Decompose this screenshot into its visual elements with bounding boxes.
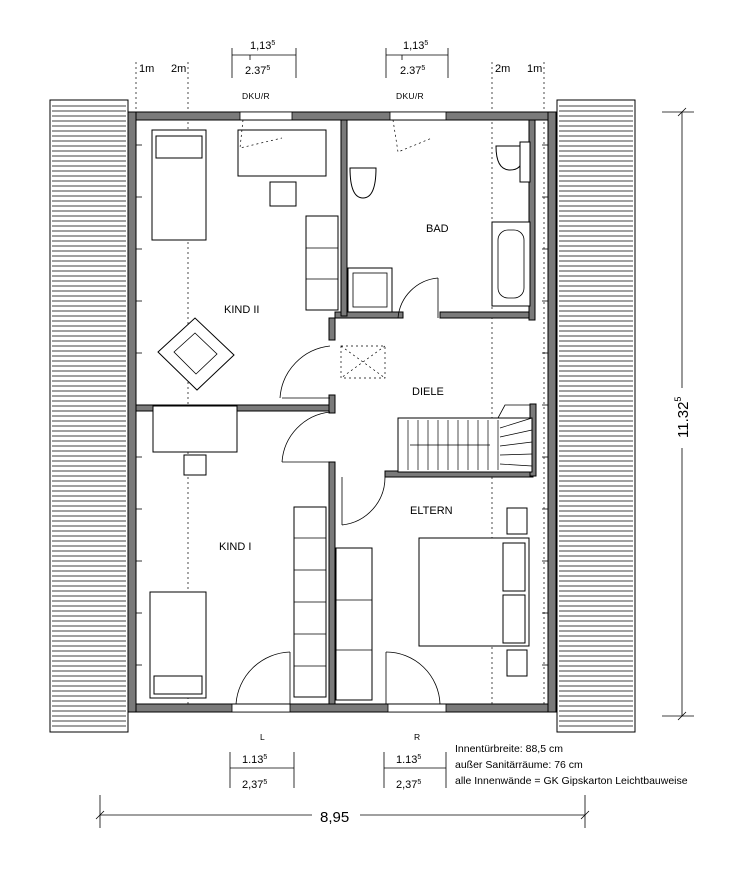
guide-label-2m-left: 2m bbox=[171, 63, 186, 75]
room-label-diele: DIELE bbox=[412, 386, 444, 398]
dimension-top-left: 1,135 2.375 bbox=[231, 40, 297, 78]
svg-text:1.135: 1.135 bbox=[242, 754, 267, 766]
room-label-eltern: ELTERN bbox=[410, 505, 453, 517]
kind2-furniture bbox=[151, 119, 339, 391]
svg-text:1,135: 1,135 bbox=[250, 40, 275, 52]
skylight bbox=[340, 345, 386, 379]
notes: Innentürbreite: 88,5 cm außer Sanitärräu… bbox=[455, 743, 688, 787]
window-label-bottom-left: L bbox=[260, 732, 265, 742]
svg-text:2.375: 2.375 bbox=[245, 65, 270, 77]
note-walls: alle Innenwände = GK Gipskarton Leichtba… bbox=[455, 775, 688, 787]
svg-text:2.375: 2.375 bbox=[400, 65, 425, 77]
guide-label-2m-right: 2m bbox=[495, 63, 510, 75]
window-label-bottom-right: R bbox=[414, 732, 420, 742]
room-label-kind1: KIND I bbox=[219, 541, 251, 553]
eltern-furniture bbox=[335, 507, 530, 701]
guide-label-1m-left: 1m bbox=[139, 63, 154, 75]
dimension-bottom-left: 1.135 2,375 bbox=[229, 752, 295, 791]
dimension-top-right: 1,135 2.375 bbox=[385, 40, 449, 78]
svg-text:2,375: 2,375 bbox=[242, 779, 267, 791]
guide-label-1m-right: 1m bbox=[527, 63, 542, 75]
roof-right bbox=[556, 99, 636, 733]
svg-text:11.325: 11.325 bbox=[673, 397, 692, 438]
svg-text:2,375: 2,375 bbox=[396, 779, 421, 791]
svg-text:1.135: 1.135 bbox=[396, 754, 421, 766]
dimension-total-height: 11.325 bbox=[662, 107, 694, 721]
bad-fixtures bbox=[347, 119, 531, 313]
staircase bbox=[397, 404, 533, 473]
dimension-bottom-right: 1.135 2,375 bbox=[383, 752, 447, 791]
note-door-width: Innentürbreite: 88,5 cm bbox=[455, 743, 563, 755]
doors bbox=[235, 277, 441, 705]
roof-left bbox=[49, 99, 129, 733]
room-label-bad: BAD bbox=[426, 223, 449, 235]
svg-text:1,135: 1,135 bbox=[403, 40, 428, 52]
window-label-top-left: DKU/R bbox=[242, 91, 270, 101]
note-sanitary: außer Sanitärräume: 76 cm bbox=[455, 759, 583, 771]
kind1-furniture bbox=[149, 405, 327, 699]
window-label-top-right: DKU/R bbox=[396, 91, 424, 101]
room-label-kind2: KIND II bbox=[224, 304, 259, 316]
dimension-total-width: 8,95 bbox=[95, 795, 590, 828]
svg-text:8,95: 8,95 bbox=[320, 809, 349, 826]
